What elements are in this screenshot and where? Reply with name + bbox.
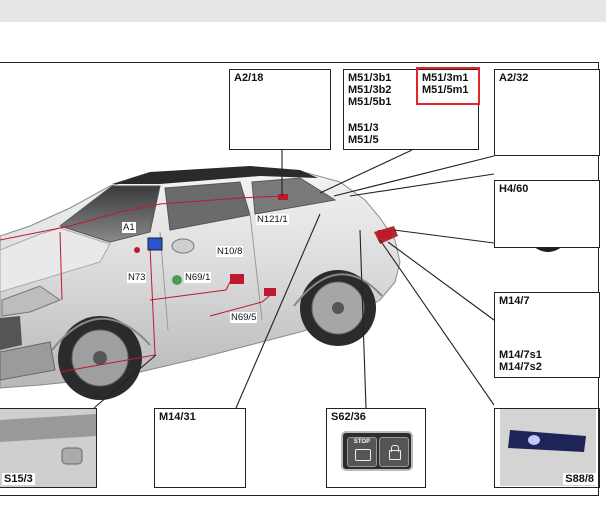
callout-s62-36: S62/36 STOP	[326, 408, 426, 488]
label-a2-32: A2/32	[499, 72, 529, 84]
label-n69-5: N69/5	[230, 312, 258, 323]
label-m51-3b1: M51/3b1	[348, 72, 392, 84]
label-n73: N73	[127, 272, 147, 283]
label-m14-7s1: M14/7s1	[499, 349, 542, 361]
label-s88-8: S88/8	[563, 473, 596, 485]
highlight-box	[416, 67, 480, 105]
label-m51-3b2: M51/3b2	[348, 84, 392, 96]
lift-icon	[355, 449, 371, 461]
car-bumper	[0, 341, 56, 381]
label-s15-3: S15/3	[2, 473, 35, 485]
label-a2-18: A2/18	[234, 72, 264, 84]
label-s62-36: S62/36	[331, 411, 366, 423]
leader-lines	[93, 149, 495, 409]
label-m51-5b1: M51/5b1	[348, 96, 392, 108]
switch-panel: STOP	[341, 431, 413, 471]
label-m14-7s2: M14/7s2	[499, 361, 542, 373]
callout-h4-60: H4/60	[494, 180, 600, 248]
car-component-markers	[134, 194, 392, 296]
callout-s15-3: S15/3	[0, 408, 97, 488]
top-toolbar-strip	[0, 0, 606, 22]
car-hood	[0, 227, 111, 293]
car-mirror	[171, 238, 195, 254]
label-n69-1: N69/1	[184, 272, 212, 283]
callout-m51: M51/3b1 M51/3b2 M51/5b1 M51/3m1 M51/5m1 …	[343, 69, 479, 150]
label-m51-5m1: M51/5m1	[422, 84, 469, 96]
callout-s88-8: S88/8	[494, 408, 600, 488]
callout-m14-7: M14/7 M14/7s1 M14/7s2	[494, 292, 600, 378]
car-grille	[0, 316, 22, 350]
car-roof	[112, 166, 318, 184]
callout-a2-18: A2/18	[229, 69, 331, 150]
label-a1: A1	[122, 222, 136, 233]
car-headlight	[1, 285, 62, 317]
label-m51-3: M51/3	[348, 122, 379, 134]
diagram-frame	[0, 62, 599, 496]
car-illustration	[0, 166, 401, 400]
lock-switch	[379, 437, 409, 467]
label-m51-5: M51/5	[348, 134, 379, 146]
stop-text: STOP	[353, 439, 371, 445]
lock-icon	[389, 450, 401, 460]
label-n121-1: N121/1	[256, 214, 289, 225]
label-m14-7: M14/7	[499, 295, 530, 307]
car-side-window-rear	[251, 177, 337, 215]
callout-m14-31: M14/31	[154, 408, 246, 488]
label-m51-3m1: M51/3m1	[422, 72, 469, 84]
label-h4-60: H4/60	[499, 183, 529, 195]
s88-8-image	[500, 408, 596, 486]
label-m14-31: M14/31	[159, 411, 196, 423]
stop-switch: STOP	[347, 437, 377, 467]
label-n10-8: N10/8	[216, 246, 244, 257]
callout-a2-32: A2/32	[494, 69, 600, 156]
